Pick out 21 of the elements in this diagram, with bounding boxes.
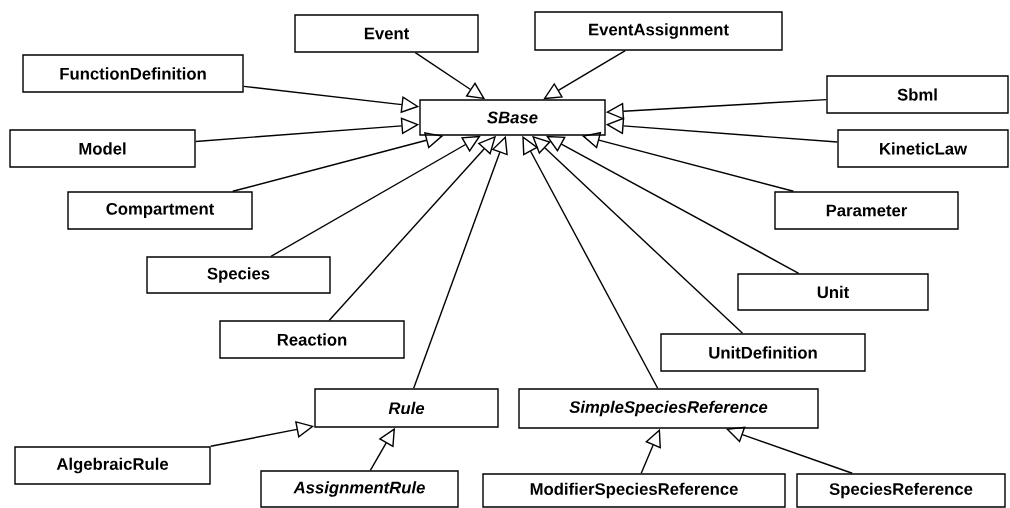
abstract-class-box: SimpleSpeciesReference — [518, 388, 819, 429]
class-box: Unit — [737, 273, 929, 311]
abstract-class-box: Rule — [314, 388, 499, 428]
class-box: Reaction — [219, 320, 405, 359]
abstract-class-box: SBase — [419, 99, 606, 136]
class-box: ModifierSpeciesReference — [482, 473, 786, 508]
class-box: FunctionDefinition — [22, 54, 244, 93]
class-box: Species — [146, 256, 331, 294]
class-box: Model — [9, 129, 196, 168]
class-box: KineticLaw — [837, 129, 1009, 168]
abstract-class-box: AssignmentRule — [260, 470, 459, 508]
class-box: SpeciesReference — [796, 473, 1006, 508]
class-box: UnitDefinition — [660, 333, 866, 372]
class-box: Parameter — [774, 191, 959, 230]
class-box: Compartment — [67, 191, 253, 230]
class-box: Event — [294, 14, 479, 53]
generalization-arrow — [270, 135, 481, 257]
class-box: EventAssignment — [534, 11, 783, 51]
class-box: AlgebraicRule — [14, 446, 211, 485]
generalization-arrow — [543, 50, 626, 100]
class-box: Sbml — [826, 75, 1009, 114]
